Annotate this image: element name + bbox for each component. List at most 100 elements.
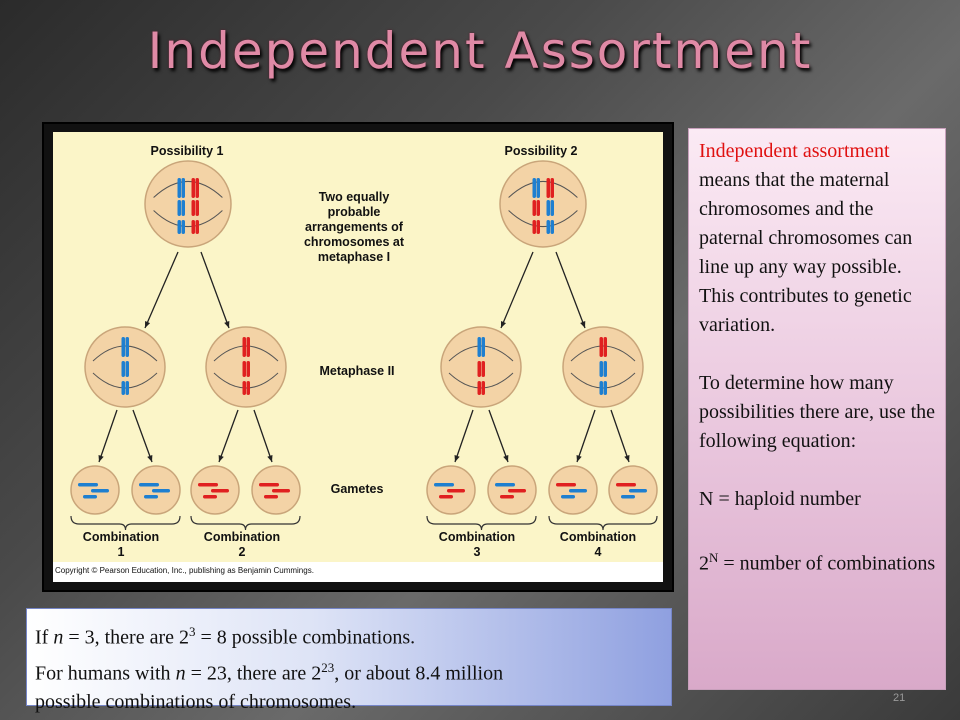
arrow-head <box>576 455 582 462</box>
haploid-definition: N = haploid number <box>699 488 861 510</box>
metaphase-2-cell-3-chrom-1-sister <box>481 361 485 377</box>
arrow-head <box>147 455 153 462</box>
bracket-combination-1 <box>70 515 181 531</box>
slide-title: Independent Assortment <box>147 22 813 80</box>
metaphase-2-cell-2-chrom-2 <box>242 381 246 395</box>
bracket-combination-3 <box>426 515 537 531</box>
metaphase-1-cell-possibility-2-chrom-right-2-sister <box>550 220 554 234</box>
metaphase-2-cell-3-chrom-0-sister <box>481 337 485 357</box>
metaphase-2-cell-1-chrom-0-sister <box>125 337 129 357</box>
metaphase-1-cell-possibility-2-chrom-left-2-sister <box>536 220 540 234</box>
arrow-head <box>145 321 151 328</box>
arrow-head <box>624 455 630 462</box>
figure-copyright: Copyright © Pearson Education, Inc., pub… <box>55 566 314 575</box>
metaphase-2-cell-3-chrom-0 <box>477 337 481 357</box>
label-combination-3: Combination 3 <box>438 530 516 559</box>
metaphase-1-cell-possibility-1-chrom-left-0 <box>177 178 181 198</box>
metaphase-1-cell-possibility-1-chrom-right-1 <box>191 200 195 216</box>
metaphase-2-cell-4-chrom-1-sister <box>603 361 607 377</box>
metaphase-2-cell-4-chrom-0 <box>599 337 603 357</box>
metaphase-2-cell-1-chrom-1-sister <box>125 361 129 377</box>
arrow-head <box>454 455 460 462</box>
metaphase-1-cell-possibility-1-chrom-left-2 <box>177 220 181 234</box>
metaphase-2-cell-3-chrom-1 <box>477 361 481 377</box>
independent-assortment-figure: Possibility 1 Possibility 2 Two equally … <box>53 132 663 582</box>
metaphase-1-cell-possibility-2-chrom-right-1 <box>546 200 550 216</box>
example-box: If n = 3, there are 23 = 8 possible comb… <box>26 608 672 713</box>
gamete-cell-6-chrom-0 <box>495 483 515 487</box>
metaphase-2-cell-4-chrom-2 <box>599 381 603 395</box>
spindle-fiber <box>153 180 223 198</box>
metaphase-1-cell-possibility-2-chrom-right-2 <box>546 220 550 234</box>
metaphase-2-cell-1-chrom-1 <box>121 361 125 377</box>
arrow-line <box>218 409 239 463</box>
metaphase-2-cell-2-chrom-1 <box>242 361 246 377</box>
label-combination-4: Combination 4 <box>559 530 637 559</box>
spindle-fiber <box>508 180 578 198</box>
metaphase-1-cell-possibility-2-chrom-right-0-sister <box>550 178 554 198</box>
metaphase-1-cell-possibility-2-chrom-left-1 <box>532 200 536 216</box>
arrow-line <box>454 409 474 463</box>
gamete-cell-3-chrom-2 <box>203 495 217 499</box>
arrow-head <box>267 455 273 462</box>
metaphase-1-cell-possibility-1-chrom-left-1-sister <box>181 200 185 216</box>
definition-term: Independent assortment <box>699 140 890 162</box>
label-combination-1: Combination 1 <box>82 530 160 559</box>
bracket-combination-4 <box>548 515 658 531</box>
combinations-equation: 2N = number of combinations <box>699 550 936 575</box>
spindle-fiber <box>508 210 578 228</box>
arrow-line <box>200 251 230 329</box>
metaphase-1-cell-possibility-2-chrom-left-0-sister <box>536 178 540 198</box>
gamete-cell-8-chrom-2 <box>621 495 635 499</box>
arrow-head <box>503 455 509 462</box>
metaphase-1-cell-possibility-2-chrom-left-1-sister <box>536 200 540 216</box>
arrow-line <box>488 409 509 463</box>
metaphase-1-cell-possibility-2-chrom-left-2 <box>532 220 536 234</box>
metaphase-2-cell-4-chrom-2-sister <box>603 381 607 395</box>
gamete-cell-8-chrom-1 <box>629 489 647 493</box>
metaphase-2-cell-2-chrom-0-sister <box>246 337 250 357</box>
gamete-cell-3-chrom-0 <box>198 483 218 487</box>
metaphase-1-cell-possibility-2 <box>499 160 587 248</box>
figure-frame: Possibility 1 Possibility 2 Two equally … <box>42 122 674 592</box>
spindle-fiber <box>153 210 223 228</box>
example-line-3: possible combinations of chromosomes. <box>35 691 357 714</box>
gamete-cell-2-chrom-1 <box>152 489 170 493</box>
gamete-cell-6-chrom-1 <box>508 489 526 493</box>
gamete-cell-5-chrom-2 <box>439 495 453 499</box>
gamete-cell-1-chrom-2 <box>83 495 97 499</box>
example-line-1: If n = 3, there are 23 = 8 possible comb… <box>35 624 416 649</box>
bracket-combination-2 <box>190 515 301 531</box>
arrow-line <box>500 251 534 329</box>
metaphase-1-cell-possibility-1-chrom-left-1 <box>177 200 181 216</box>
metaphase-2-cell-2-chrom-0 <box>242 337 246 357</box>
gamete-cell-8-chrom-0 <box>616 483 636 487</box>
gamete-cell-6-chrom-2 <box>500 495 514 499</box>
gamete-cell-4-chrom-2 <box>264 495 278 499</box>
metaphase-1-cell-possibility-1 <box>144 160 232 248</box>
metaphase-2-cell-3-chrom-2 <box>477 381 481 395</box>
metaphase-1-cell-possibility-1-chrom-right-1-sister <box>195 200 199 216</box>
metaphase-1-cell-possibility-1-chrom-left-0-sister <box>181 178 185 198</box>
metaphase-1-cell-possibility-1-chrom-right-2 <box>191 220 195 234</box>
arrow-head <box>500 321 507 328</box>
arrow-line <box>555 251 586 329</box>
gamete-cell-4-chrom-0 <box>259 483 279 487</box>
metaphase-2-cell-2-chrom-2-sister <box>246 381 250 395</box>
gamete-cell-1-chrom-0 <box>78 483 98 487</box>
metaphase-1-cell-possibility-2-chrom-right-0 <box>546 178 550 198</box>
gamete-cell-2-chrom-2 <box>144 495 158 499</box>
gamete-cell-7-chrom-2 <box>561 495 575 499</box>
label-gametes: Gametes <box>330 482 384 496</box>
metaphase-2-cell-1-chrom-2-sister <box>125 381 129 395</box>
gamete-cell-7-chrom-1 <box>569 489 587 493</box>
figure-drawing <box>70 160 658 531</box>
definition-box: Independent assortment means that the ma… <box>688 128 946 690</box>
metaphase-2-cell-2-chrom-1-sister <box>246 361 250 377</box>
label-possibility-2: Possibility 2 <box>504 144 578 158</box>
metaphase-1-cell-possibility-1-chrom-right-2-sister <box>195 220 199 234</box>
arrow-line <box>253 409 273 463</box>
slide-number: 21 <box>893 692 906 704</box>
arrow-line <box>98 409 118 463</box>
metaphase-2-cell-3-chrom-2-sister <box>481 381 485 395</box>
